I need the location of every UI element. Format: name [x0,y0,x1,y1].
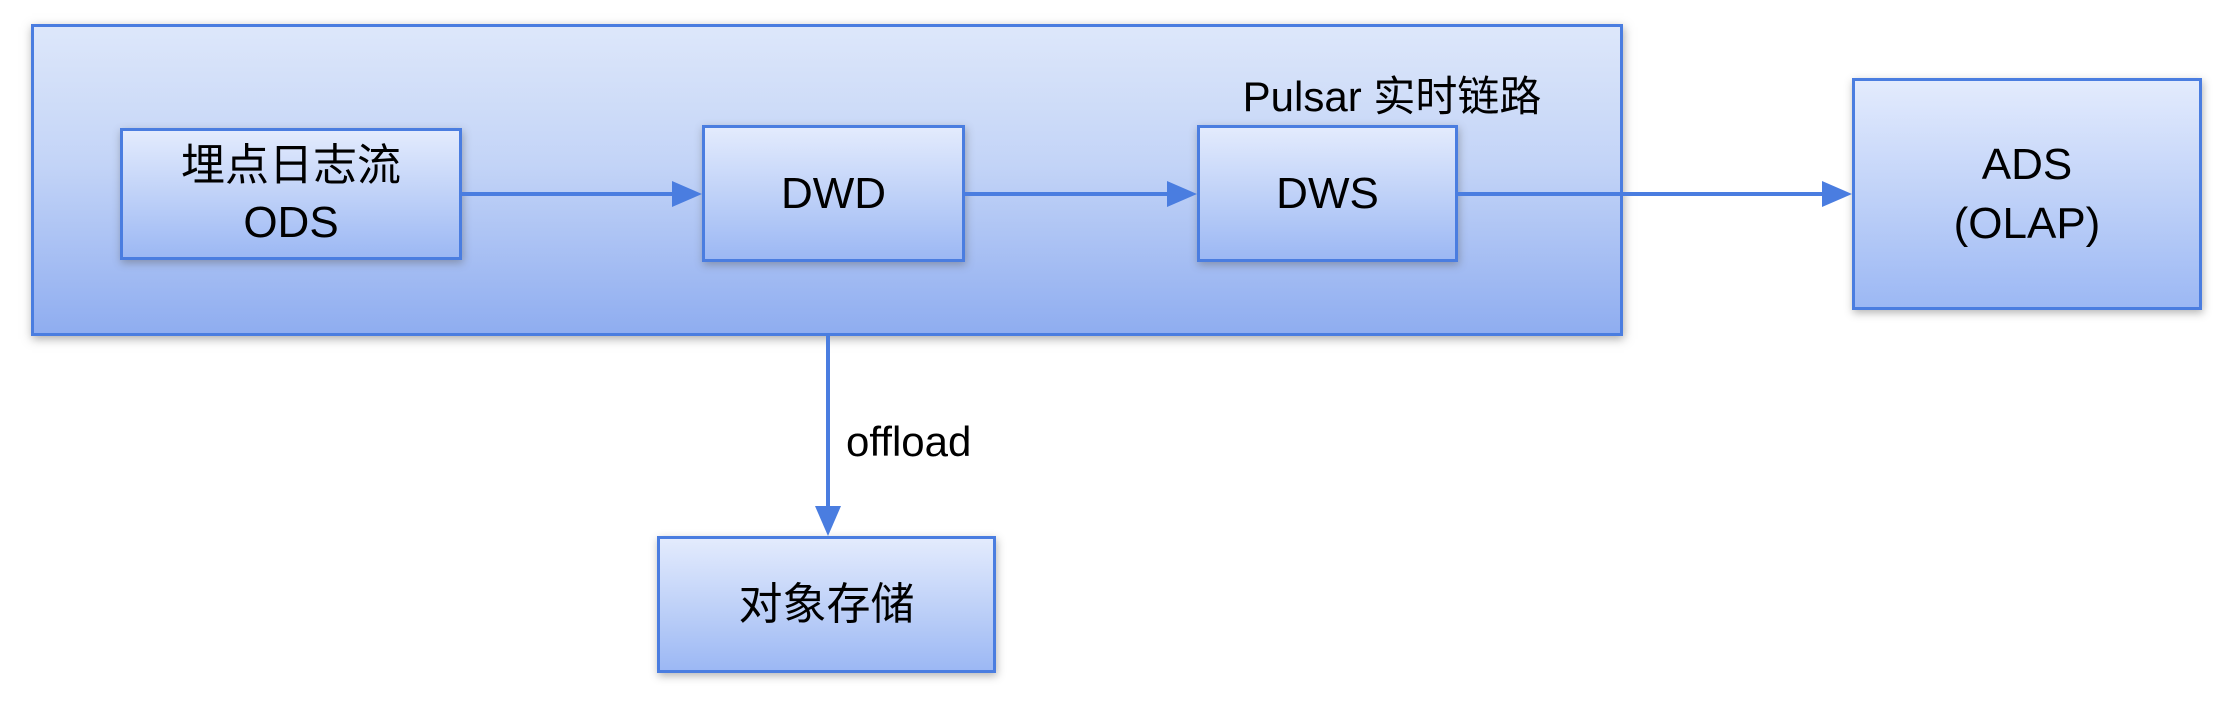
edge-line [1458,192,1822,196]
arrowhead-right-icon [1167,181,1197,207]
arrowhead-right-icon [1822,181,1852,207]
node-ods-label-line1: 埋点日志流 [181,140,401,190]
edge-line [462,192,672,196]
node-ads-label-line1: ADS [1981,139,2073,189]
node-ods-label-line2: ODS [243,198,339,247]
edge-line [826,336,830,506]
node-ads: ADS (OLAP) [1852,78,2202,310]
node-ods: 埋点日志流 ODS [120,128,462,260]
node-dws: DWS [1197,125,1458,262]
node-ads-label-line2: (OLAP) [1953,199,2101,248]
node-dwd-label: DWD [780,168,887,218]
pipeline-title: Pulsar 实时链路 [1242,73,1542,120]
edge-line [965,192,1167,196]
node-object-storage-label: 对象存储 [738,579,915,629]
arrowhead-down-icon [815,506,841,536]
node-dwd: DWD [702,125,965,262]
offload-edge-label: offload [846,418,972,465]
node-dws-label: DWS [1276,168,1379,218]
node-object-storage: 对象存储 [657,536,996,673]
arrowhead-right-icon [672,181,702,207]
